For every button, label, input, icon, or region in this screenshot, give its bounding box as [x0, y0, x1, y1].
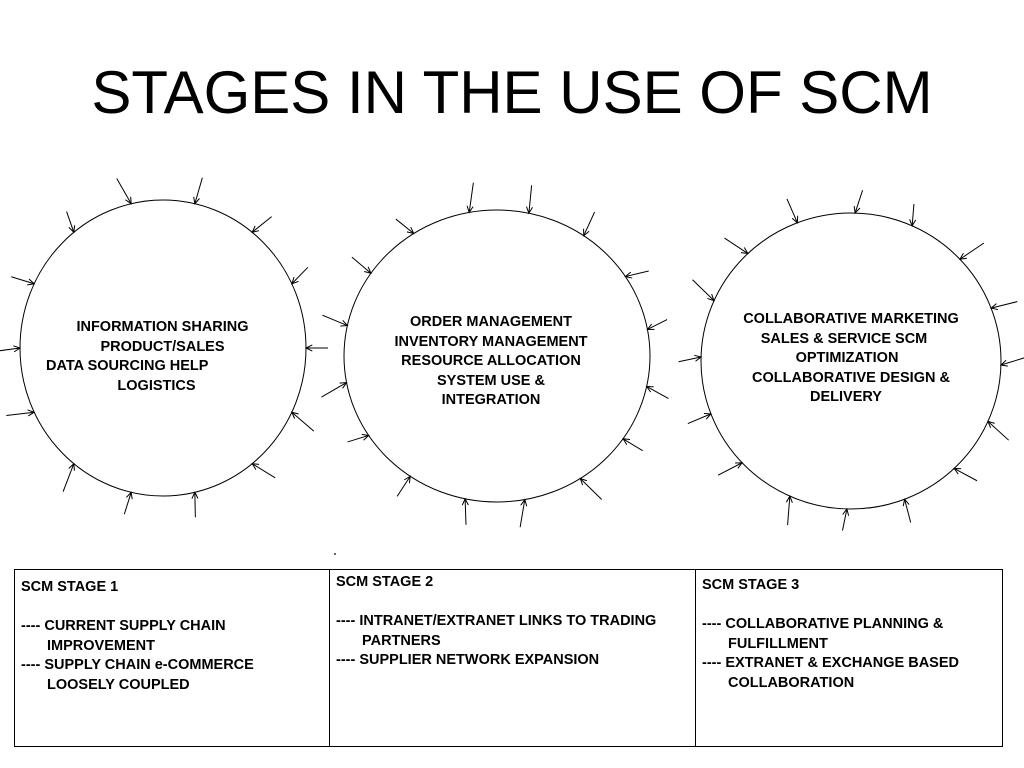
inward-arrow [645, 385, 669, 399]
circle-1-line: INFORMATION SHARING [76, 319, 249, 335]
circle-2-line: INVENTORY MANAGEMENT [394, 333, 588, 350]
inward-arrow [853, 190, 864, 215]
circle-2-line: SYSTEM USE & [437, 372, 545, 389]
inward-arrow [902, 498, 912, 523]
stage-item: ---- EXTRANET & EXCHANGE BASED COLLABORA… [702, 655, 959, 691]
circle-2-line: ORDER MANAGEMENT [410, 314, 572, 330]
stage-item: ---- SUPPLY CHAIN e-COMMERCE LOOSELY COU… [21, 657, 254, 693]
inward-arrow [987, 420, 1010, 441]
inward-arrow [193, 177, 203, 205]
inward-arrow [251, 216, 272, 234]
inward-arrow [351, 256, 372, 274]
inward-arrow [646, 319, 668, 330]
inward-arrow [624, 270, 649, 279]
circle-3-line: SALES & SERVICE SCM [760, 330, 928, 347]
stage-column-1: SCM STAGE 1 ---- CURRENT SUPPLY CHAIN IM… [15, 570, 329, 746]
inward-arrow [717, 462, 744, 476]
stage-column-3: SCM STAGE 3 ---- COLLABORATIVE PLANNING … [695, 570, 1002, 746]
inward-arrow [999, 357, 1024, 367]
circle-1-line: DATA SOURCING HELP [46, 358, 209, 374]
inward-arrow [395, 218, 415, 235]
inward-arrow [786, 198, 799, 224]
inward-arrow [461, 497, 469, 525]
stage-table: SCM STAGE 1 ---- CURRENT SUPPLY CHAIN IM… [14, 569, 1003, 747]
inward-arrow [687, 413, 712, 425]
inward-arrow [304, 344, 328, 352]
inward-arrow [251, 463, 276, 479]
inward-arrow [519, 498, 528, 528]
inward-arrow [678, 354, 703, 363]
inward-arrow [191, 491, 199, 518]
inward-arrow [0, 345, 22, 353]
stage-column-2: SCM STAGE 2 ---- INTRANET/EXTRANET LINKS… [329, 570, 695, 746]
inward-arrow [989, 301, 1018, 311]
inward-arrow [724, 237, 749, 255]
stray-dot [334, 553, 336, 555]
circle-1-line: PRODUCT/SALES [100, 338, 225, 355]
circle-3-line: COLLABORATIVE DESIGN & [752, 369, 950, 386]
circle-3-text: COLLABORATIVE MARKETING SALES & SERVICE … [722, 310, 980, 408]
circle-1-line: LOGISTICS [117, 377, 196, 394]
circle-2-text: ORDER MANAGEMENT INVENTORY MANAGEMENT RE… [375, 313, 607, 411]
stage-item: ---- COLLABORATIVE PLANNING & FULFILLMEN… [702, 616, 944, 652]
inward-arrow [526, 185, 533, 215]
stage-heading: SCM STAGE 2 [336, 574, 434, 590]
inward-arrow [953, 467, 978, 482]
circle-2-line: RESOURCE ALLOCATION [401, 353, 581, 369]
circle-3-line: DELIVERY [810, 389, 882, 405]
stage-item: ---- SUPPLIER NETWORK EXPANSION [336, 652, 600, 668]
inward-arrow [909, 203, 917, 228]
inward-arrow [11, 276, 36, 286]
inward-arrow [321, 381, 348, 398]
page-title: STAGES IN THE USE OF SCM [91, 59, 933, 126]
inward-arrow [396, 475, 411, 497]
inward-arrow [322, 314, 349, 327]
circle-3-line: COLLABORATIVE MARKETING [743, 311, 959, 327]
inward-arrow [841, 507, 850, 531]
inward-arrow [62, 462, 75, 492]
stage-circles-diagram [0, 177, 1024, 531]
inward-arrow [290, 411, 315, 432]
circle-3-line: OPTIMIZATION [795, 350, 899, 366]
circle-2-line: INTEGRATION [441, 392, 541, 408]
inward-arrow [116, 178, 132, 205]
inward-arrow [6, 409, 36, 417]
inward-arrow [958, 242, 985, 260]
inward-arrow [583, 211, 596, 237]
inward-arrow [785, 494, 793, 526]
inward-arrow [579, 477, 603, 500]
stage-item: ---- CURRENT SUPPLY CHAIN IMPROVEMENT [21, 618, 226, 654]
inward-arrow [123, 491, 133, 515]
inward-arrow [291, 266, 309, 285]
inward-arrow [347, 433, 370, 443]
stage-heading: SCM STAGE 1 [21, 579, 119, 595]
stage-heading: SCM STAGE 3 [702, 577, 800, 593]
inward-arrow [66, 211, 76, 234]
circle-1-text: INFORMATION SHARING PRODUCT/SALES DATA S… [46, 318, 265, 396]
stage-circle-3 [700, 212, 1002, 510]
inward-arrow [466, 182, 474, 214]
stage-circle-2 [343, 209, 651, 503]
inward-arrow [622, 438, 643, 452]
inward-arrow [692, 279, 715, 302]
stage-item: ---- INTRANET/EXTRANET LINKS TO TRADING … [336, 613, 657, 649]
